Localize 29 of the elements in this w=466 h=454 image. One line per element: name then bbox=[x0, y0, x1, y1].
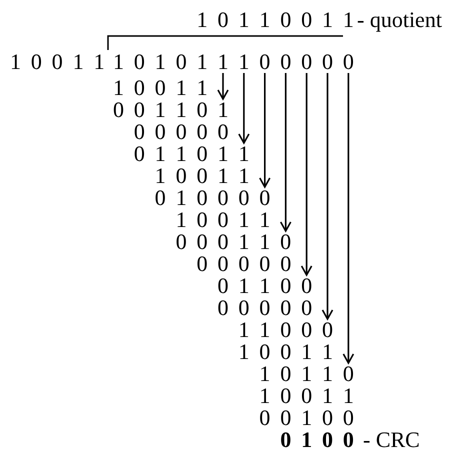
digit-row: 0 0 0 0 0 bbox=[134, 121, 231, 143]
digit-row: 0 0 0 0 0 bbox=[218, 297, 314, 319]
digit-row: 0 0 1 0 0 bbox=[259, 407, 356, 429]
remainder-row: 1 1 0 0 0 bbox=[238, 319, 336, 341]
digit-row: 1 0 0 1 1 bbox=[238, 341, 336, 363]
crc-result: 0 1 0 0 bbox=[280, 429, 356, 451]
divisor-number: 1 0 0 1 1 bbox=[10, 51, 107, 73]
arrow bbox=[280, 73, 292, 232]
remainder-row: 1 0 1 1 0 bbox=[259, 363, 356, 385]
arrow bbox=[342, 73, 354, 364]
quotient-number: 1 0 1 1 0 0 1 1 bbox=[196, 9, 356, 31]
arrow bbox=[238, 73, 250, 144]
remainder-row: 0 1 1 0 0 bbox=[218, 275, 314, 297]
remainder-row: 0 1 1 0 1 1 bbox=[134, 143, 252, 165]
arrow bbox=[217, 73, 229, 100]
arrow bbox=[300, 73, 312, 276]
remainder-row: 0 1 0 0 0 0 bbox=[154, 187, 272, 209]
arrow bbox=[322, 73, 334, 320]
digit-row: 1 0 0 1 1 bbox=[259, 385, 356, 407]
digit-row: 0 0 0 0 0 bbox=[196, 253, 294, 275]
remainder-row: 0 0 1 1 0 1 bbox=[113, 99, 231, 121]
digit-row: 1 0 0 1 1 bbox=[154, 165, 252, 187]
crc-label: - CRC bbox=[363, 429, 420, 451]
quotient-label: - quotient bbox=[357, 9, 442, 31]
digit-row: 1 0 0 1 1 bbox=[113, 77, 210, 99]
remainder-row: 0 0 0 1 1 0 bbox=[176, 231, 294, 253]
arrow bbox=[259, 73, 271, 188]
digit-row: 1 0 0 1 1 bbox=[176, 209, 272, 231]
dividend-number: 1 0 1 0 1 1 1 0 0 0 0 0 bbox=[113, 51, 356, 73]
